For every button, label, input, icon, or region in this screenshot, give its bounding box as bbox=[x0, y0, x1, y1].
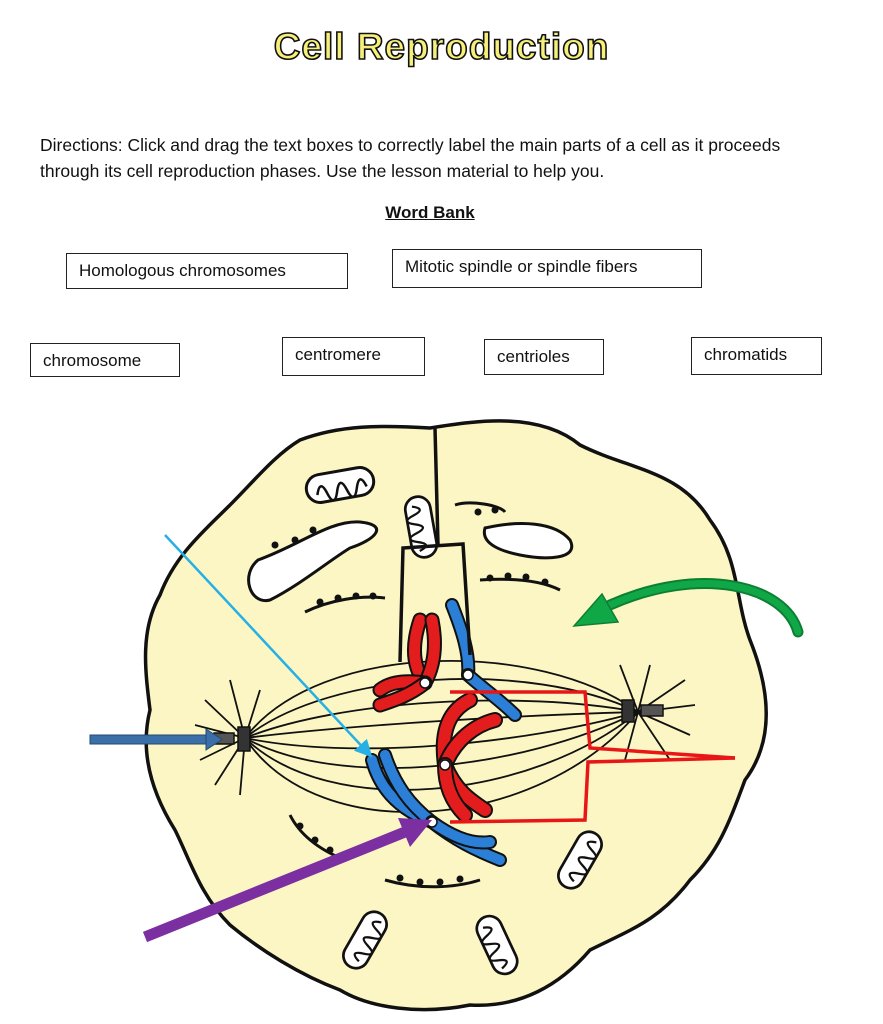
page-title: Cell Reproduction bbox=[273, 25, 610, 68]
chromosome-blue-bottom bbox=[365, 748, 507, 867]
label-box-chromosome[interactable]: chromosome bbox=[30, 343, 180, 377]
label-box-spindle-fibers[interactable]: Mitotic spindle or spindle fibers bbox=[392, 249, 702, 288]
label-box-chromatids[interactable]: chromatids bbox=[691, 337, 822, 375]
arrow-icon bbox=[164, 534, 373, 758]
arrow-icon bbox=[89, 728, 223, 751]
label-pointer-black bbox=[398, 427, 472, 663]
curved-arrow-icon bbox=[572, 578, 804, 638]
label-pointer-red bbox=[449, 690, 736, 824]
er-shapes bbox=[247, 501, 574, 889]
word-bank-heading: Word Bank bbox=[385, 203, 475, 222]
label-box-homologous-chromosomes[interactable]: Homologous chromosomes bbox=[66, 253, 348, 289]
label-box-centromere[interactable]: centromere bbox=[282, 337, 425, 376]
centromere-dot bbox=[439, 759, 451, 771]
label-box-centrioles[interactable]: centrioles bbox=[484, 339, 604, 375]
ribosomes bbox=[271, 506, 549, 886]
centromere-dot bbox=[462, 669, 474, 681]
chromosome-red-middle bbox=[435, 692, 503, 823]
centromere-dot bbox=[419, 677, 431, 689]
arrow-icon bbox=[142, 818, 432, 943]
centriole-icon bbox=[621, 699, 664, 723]
directions-text: Directions: Click and drag the text boxe… bbox=[40, 135, 781, 181]
